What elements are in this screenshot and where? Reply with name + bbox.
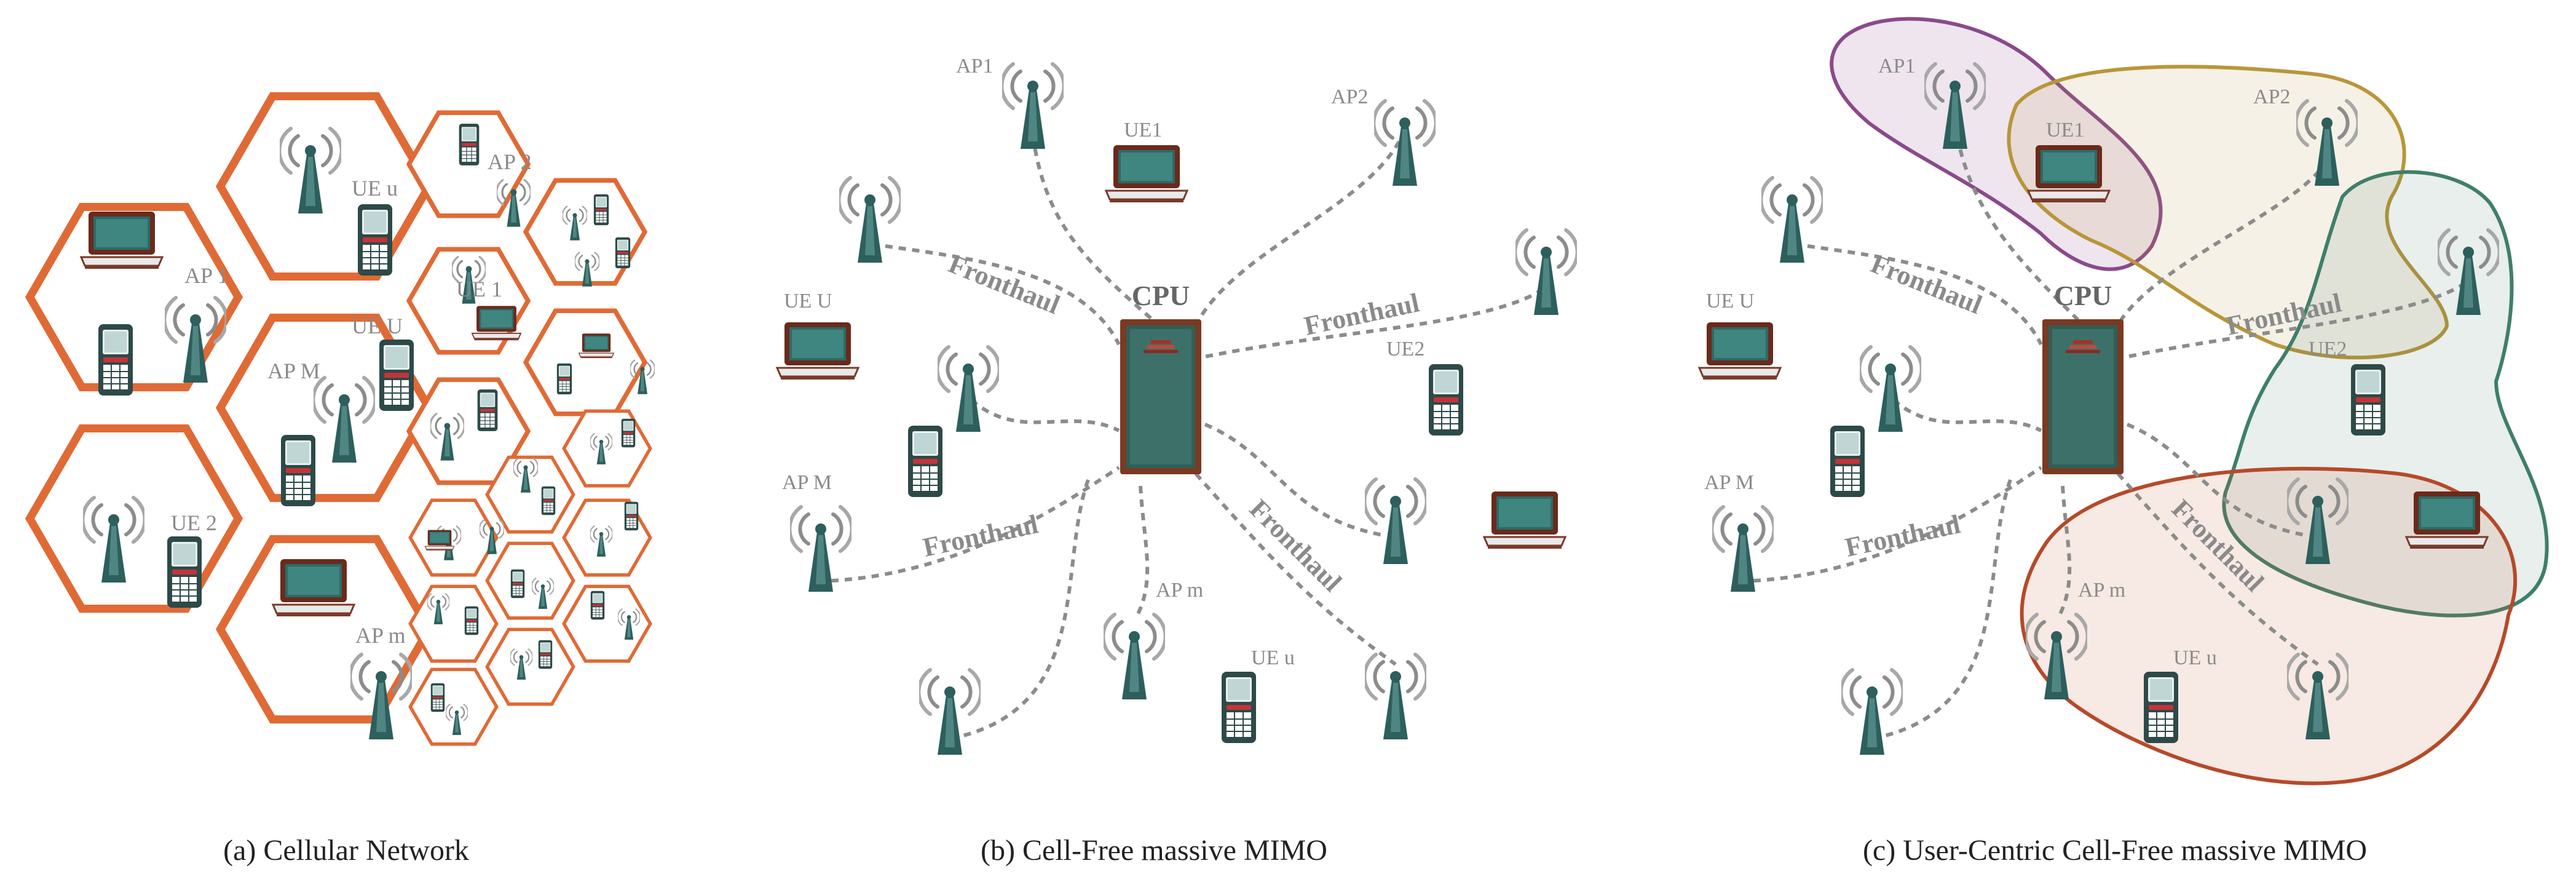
cluster-gold bbox=[2007, 65, 2449, 360]
phone-icon bbox=[281, 435, 315, 506]
antenna-icon bbox=[1712, 507, 1774, 592]
cpu-label: CPU bbox=[2054, 280, 2112, 311]
hex-cell bbox=[410, 586, 496, 661]
phone-icon bbox=[590, 591, 605, 620]
laptop-icon bbox=[2027, 144, 2111, 204]
laptop-icon bbox=[2405, 490, 2489, 550]
antenna-icon bbox=[1364, 654, 1426, 739]
label-ue2: UE2 bbox=[2309, 338, 2347, 360]
label-ueu: UE u bbox=[352, 176, 398, 201]
phone-icon bbox=[615, 237, 631, 269]
label-ap2: AP2 bbox=[2253, 86, 2290, 108]
antenna-icon bbox=[839, 178, 901, 263]
antenna-icon bbox=[1515, 230, 1577, 315]
phone-icon bbox=[593, 194, 609, 226]
antenna-icon bbox=[1103, 615, 1165, 699]
phone-icon bbox=[1429, 364, 1463, 436]
label-apm: AP m bbox=[1156, 579, 1203, 602]
antenna-icon bbox=[789, 507, 851, 592]
label-ap1: AP1 bbox=[956, 55, 993, 78]
label-apM: AP M bbox=[782, 471, 832, 494]
phone-icon bbox=[538, 640, 553, 669]
fronthaul-label: Fronthaul bbox=[920, 509, 1041, 562]
label-ap2: AP 2 bbox=[488, 149, 532, 174]
cpu-icon bbox=[1120, 319, 1201, 474]
caption-c: (c) User-Centric Cell-Free massive MIMO bbox=[1863, 834, 2367, 867]
label-ap1: AP 1 bbox=[184, 263, 229, 288]
phone-icon bbox=[556, 363, 572, 395]
antenna-icon bbox=[937, 347, 999, 432]
panel-cellular-network: AP 1 AP 2 AP M AP m UE 1 UE 2 UE u UE U … bbox=[30, 96, 655, 867]
label-ueU: UE U bbox=[352, 314, 403, 338]
label-apM: AP M bbox=[1704, 471, 1754, 494]
cluster-purple bbox=[1830, 17, 2163, 271]
hex-cell bbox=[487, 629, 573, 704]
label-ap1: AP1 bbox=[1878, 55, 1915, 78]
phone-icon bbox=[624, 501, 639, 531]
antenna-icon bbox=[1373, 101, 1436, 186]
laptop-icon bbox=[776, 321, 859, 381]
label-ue1: UE 1 bbox=[456, 277, 502, 301]
label-ue1: UE1 bbox=[2046, 119, 2084, 141]
label-apm: AP m bbox=[355, 623, 406, 648]
phone-icon bbox=[1830, 426, 1865, 497]
label-ueu: UE u bbox=[1251, 646, 1295, 669]
label-ueU: UE U bbox=[784, 290, 832, 312]
laptop-icon bbox=[1698, 321, 1782, 381]
phone-icon bbox=[2144, 672, 2178, 743]
fronthaul-label: Fronthaul bbox=[944, 249, 1064, 320]
phone-icon bbox=[430, 683, 445, 712]
cpu-icon bbox=[2042, 319, 2124, 474]
label-ap2: AP2 bbox=[1331, 86, 1368, 108]
label-ue1: UE1 bbox=[1124, 119, 1162, 141]
label-ueU: UE U bbox=[1706, 290, 1754, 312]
laptop-icon bbox=[1483, 490, 1567, 550]
fronthaul-label: Fronthaul bbox=[1867, 249, 1986, 320]
laptop-icon bbox=[80, 210, 164, 270]
hex-cell bbox=[526, 311, 645, 414]
phone-icon bbox=[908, 426, 942, 497]
label-ueu: UE u bbox=[2173, 646, 2217, 669]
fronthaul-links bbox=[817, 128, 1544, 740]
laptop-icon bbox=[424, 530, 455, 551]
label-apM: AP M bbox=[267, 359, 320, 383]
label-ue2: UE2 bbox=[1386, 338, 1424, 360]
phone-icon bbox=[477, 389, 498, 431]
hex-cell bbox=[487, 543, 573, 618]
phone-icon bbox=[510, 569, 525, 599]
antenna-icon bbox=[1841, 670, 1903, 755]
hex-cell bbox=[564, 411, 650, 485]
fronthaul-label: Fronthaul bbox=[1302, 287, 1422, 341]
phone-icon bbox=[621, 418, 636, 448]
phone-icon bbox=[358, 204, 392, 276]
phone-icon bbox=[1222, 672, 1256, 743]
laptop-icon bbox=[579, 333, 614, 359]
phone-icon bbox=[379, 340, 414, 411]
laptop-icon bbox=[471, 305, 522, 341]
phone-icon bbox=[464, 606, 479, 635]
antenna-icon bbox=[1761, 178, 1823, 263]
fronthaul-links bbox=[1739, 122, 2467, 740]
phone-icon bbox=[541, 486, 556, 515]
phone-icon bbox=[167, 536, 202, 608]
phone-icon bbox=[2351, 364, 2385, 436]
phone-icon bbox=[98, 324, 133, 396]
antenna-icon bbox=[1859, 347, 1921, 432]
label-ue2: UE 2 bbox=[171, 511, 217, 535]
caption-b: (b) Cell-Free massive MIMO bbox=[981, 834, 1327, 867]
antenna-icon bbox=[1002, 64, 1064, 149]
laptop-icon bbox=[1105, 144, 1188, 204]
panel-cell-free: Fronthaul Fronthaul Fronthaul Fronthaul … bbox=[776, 55, 1578, 867]
phone-icon bbox=[459, 124, 480, 165]
label-apm: AP m bbox=[2078, 579, 2125, 602]
panel-user-centric: Fronthaul Fronthaul Fronthaul Fronthaul … bbox=[1698, 17, 2549, 867]
antenna-icon bbox=[919, 670, 981, 755]
cpu-label: CPU bbox=[1132, 280, 1190, 311]
laptop-icon bbox=[272, 558, 355, 618]
fronthaul-label: Fronthaul bbox=[1843, 509, 1963, 562]
caption-a: (a) Cellular Network bbox=[223, 834, 469, 867]
antenna-icon bbox=[1364, 479, 1426, 564]
